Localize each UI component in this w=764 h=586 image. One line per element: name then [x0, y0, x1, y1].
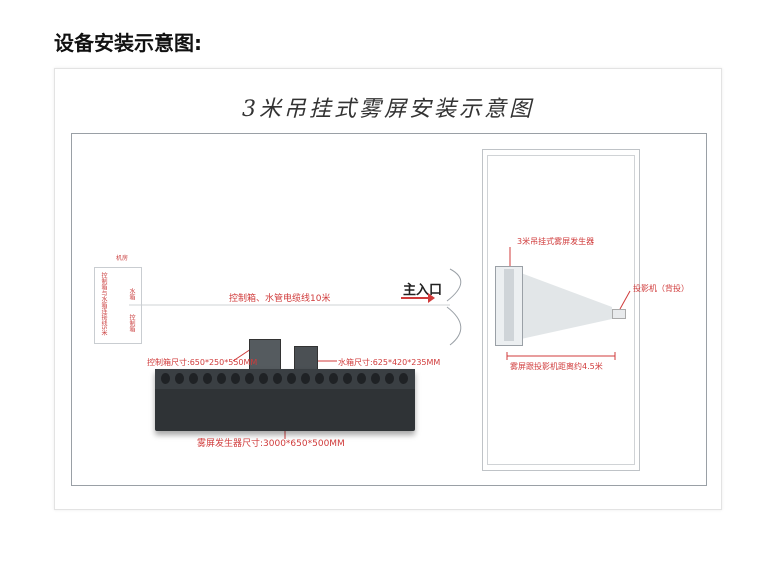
- fan-icon: [329, 373, 338, 384]
- water-tank-size-label: 水箱尺寸:625*420*235MM: [338, 358, 441, 367]
- room-outline-outer: [482, 149, 640, 471]
- fan-icon: [315, 373, 324, 384]
- control-box-short-label: 控制箱: [128, 314, 135, 332]
- machine-room-label: 机房: [116, 255, 129, 262]
- fan-icon: [371, 373, 380, 384]
- cable-label: 控制箱、水管电缆线10米: [229, 294, 331, 304]
- fan-icon: [399, 373, 408, 384]
- entrance-door-curve: [446, 268, 462, 302]
- machine-room-text: 控制箱与水箱连接线5米: [100, 272, 107, 336]
- room-outline-inner: [487, 155, 635, 465]
- diagram-frame: [71, 133, 707, 486]
- fan-icon: [259, 373, 268, 384]
- beam-shape: [521, 273, 612, 339]
- fan-icon: [287, 373, 296, 384]
- fan-icon: [189, 373, 198, 384]
- fan-icon: [231, 373, 240, 384]
- control-box-size-label: 控制箱尺寸:650*250*550MM: [147, 358, 258, 367]
- machine-room-box: 控制箱与水箱连接线5米 水箱 控制箱: [94, 267, 142, 344]
- entrance-arrow-icon: [401, 293, 435, 303]
- fan-icon: [385, 373, 394, 384]
- fan-icon: [343, 373, 352, 384]
- fan-icon: [175, 373, 184, 384]
- mist-generator-image: [155, 369, 415, 431]
- mist-screen-generator: [495, 266, 523, 346]
- water-tank-short-label: 水箱: [128, 288, 135, 300]
- distance-label: 雾屏跟投影机距离约4.5米: [510, 362, 603, 371]
- projection-beam: [129, 247, 631, 439]
- diagram-title: 3米吊挂式雾屏安装示意图: [242, 97, 534, 122]
- entrance-label: 主入口: [403, 283, 443, 298]
- projector-leader: [619, 290, 631, 310]
- fan-icon: [301, 373, 310, 384]
- fan-icon: [217, 373, 226, 384]
- fan-icon: [245, 373, 254, 384]
- fan-icon: [273, 373, 282, 384]
- entrance-door-curve-lower: [446, 306, 462, 346]
- fan-icon: [161, 373, 170, 384]
- projector-icon: [612, 309, 626, 319]
- installation-diagram: 3米吊挂式雾屏安装示意图 机房 控制箱与水箱连接线5米 水箱 控制箱 控制箱、水…: [54, 68, 722, 510]
- page-heading: 设备安装示意图:: [54, 31, 202, 55]
- fan-icon: [203, 373, 212, 384]
- projector-label: 投影机（背投）: [633, 284, 689, 293]
- fan-icon: [357, 373, 366, 384]
- generator-label: 3米吊挂式雾屏发生器: [517, 237, 595, 246]
- control-box-leader: [232, 348, 252, 362]
- generator-size-label: 雾屏发生器尺寸:3000*650*500MM: [197, 439, 345, 449]
- generator-core: [504, 269, 514, 341]
